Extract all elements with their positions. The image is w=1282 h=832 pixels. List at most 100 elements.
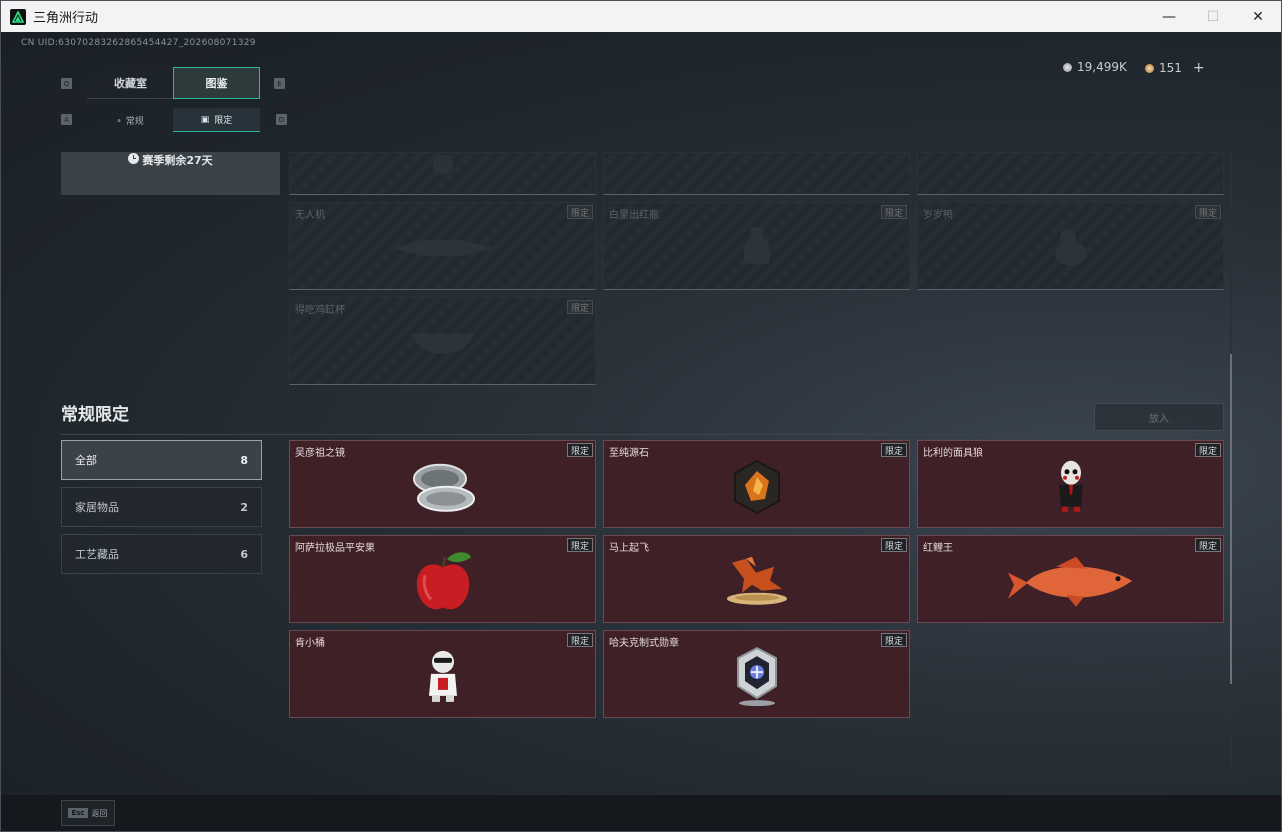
e-key-hint: E: [274, 78, 285, 89]
locked-item-card[interactable]: 无人机 限定: [289, 202, 596, 290]
locked-item-card[interactable]: [603, 152, 910, 195]
filter-count: 6: [240, 547, 248, 561]
limited-badge: 限定: [880, 205, 907, 219]
item-name: 吴彦祖之镜: [295, 448, 345, 459]
maximize-icon: ☐: [1206, 8, 1220, 25]
title-bar: 三角洲行动 — ☐ ✕: [1, 1, 1281, 32]
billy-puppet-icon: [1058, 460, 1083, 512]
add-currency-button[interactable]: +: [1192, 60, 1205, 76]
filter-label: 家居物品: [75, 501, 119, 514]
limited-badge: 限定: [566, 205, 593, 219]
cup-silhouette-icon: [411, 333, 474, 354]
item-name: 马上起飞: [609, 543, 649, 554]
close-icon: ✕: [1252, 8, 1264, 25]
locked-item-card[interactable]: [289, 152, 596, 195]
limited-badge: 限定: [880, 633, 907, 647]
uid-label: CN UID:630702832628654544​27_20260807132…: [21, 38, 256, 48]
filter-count: 8: [240, 453, 248, 467]
item-card[interactable]: 阿萨拉极品平安果 限定: [289, 535, 596, 623]
item-card[interactable]: 比利的面具狼 限定: [917, 440, 1224, 528]
colonel-figure-icon: [428, 650, 457, 702]
coin-value: 19,499K: [1077, 60, 1127, 74]
filter-home-items[interactable]: 家居物品 2: [61, 487, 262, 527]
item-card[interactable]: 马上起飞 限定: [603, 535, 910, 623]
q-key-hint: Q: [61, 78, 72, 89]
ticket-icon: [1145, 63, 1154, 73]
item-card[interactable]: 红鲤王 限定: [917, 535, 1224, 623]
season-timer: 赛季剩余27天: [61, 152, 280, 195]
item-name: 阿萨拉极品平安果: [295, 543, 375, 554]
item-card[interactable]: 吴彦祖之镜 限定: [289, 440, 596, 528]
game-area: CN UID:630702832628654544​27_20260807132…: [1, 32, 1281, 831]
limited-badge: 限定: [880, 538, 907, 552]
item-name: 白里出红瓶: [609, 210, 659, 221]
d-key-hint: D: [276, 114, 287, 125]
filter-crafts[interactable]: 工艺藏品 6: [61, 534, 262, 574]
drone-silhouette-icon: [392, 240, 493, 256]
tab-collection-room[interactable]: 收藏室: [87, 67, 174, 99]
back-button[interactable]: Esc 返回: [61, 800, 115, 826]
source-stone-icon: [733, 459, 780, 515]
esc-key-hint: Esc: [68, 808, 88, 818]
limited-badge: 限定: [566, 633, 593, 647]
compact-mirror-icon: [412, 463, 475, 512]
filter-label: 工艺藏品: [75, 548, 119, 561]
locked-item-card[interactable]: 岁岁鸭 限定: [917, 202, 1224, 290]
vase-silhouette-icon: [743, 227, 770, 264]
limited-badge: 限定: [1194, 538, 1221, 552]
filter-label: 全部: [75, 454, 97, 467]
window-title: 三角洲行动: [33, 11, 99, 26]
limited-badge: 限定: [566, 538, 593, 552]
coin-icon: [1063, 62, 1072, 72]
back-label: 返回: [91, 808, 108, 818]
bottom-bar: Esc 返回: [1, 795, 1281, 831]
item-name: 红鲤王: [923, 543, 953, 554]
scrollbar-thumb[interactable]: [1230, 354, 1232, 684]
locked-item-card[interactable]: 得吃鸡缸杯 限定: [289, 297, 596, 385]
limited-badge: 限定: [1194, 205, 1221, 219]
flying-horse-icon: [726, 556, 787, 605]
close-button[interactable]: ✕: [1235, 1, 1281, 32]
filter-count: 2: [240, 500, 248, 514]
duck-silhouette-icon: [1054, 229, 1087, 266]
ticket-value: 151: [1159, 61, 1182, 75]
section-divider: [61, 434, 1223, 435]
item-name: 比利的面具狼: [923, 448, 983, 459]
ticket-balance: 151 +: [1145, 60, 1205, 76]
section-title: 常规限定: [61, 405, 129, 425]
clock-icon: [128, 153, 140, 164]
tab-regular-label: 常规: [125, 116, 144, 127]
regular-icon: ₐ: [117, 115, 121, 125]
app-logo-icon: [10, 8, 26, 25]
limited-badge: 限定: [1194, 443, 1221, 457]
tab-catalog[interactable]: 图鉴: [173, 67, 260, 99]
maximize-button[interactable]: ☐: [1190, 1, 1236, 32]
locked-item-card[interactable]: [917, 152, 1224, 195]
limited-badge: 限定: [880, 443, 907, 457]
red-carp-icon: [1007, 556, 1132, 607]
item-name: 至纯源石: [609, 448, 649, 459]
a-key-hint: A: [61, 114, 72, 125]
item-card[interactable]: 肯小桶 限定: [289, 630, 596, 718]
locked-item-card[interactable]: 白里出红瓶 限定: [603, 202, 910, 290]
minimize-button[interactable]: —: [1146, 1, 1192, 32]
limited-icon: ▣: [200, 114, 210, 125]
item-card[interactable]: 至纯源石 限定: [603, 440, 910, 528]
item-name: 哈夫克制式勋章: [609, 638, 679, 649]
locked-silhouette-icon: [432, 154, 453, 175]
item-name: 岁岁鸭: [923, 210, 953, 221]
limited-badge: 限定: [566, 443, 593, 457]
apple-icon: [416, 552, 471, 610]
minimize-icon: —: [1162, 8, 1176, 25]
tab-limited-label: 限定: [214, 116, 233, 126]
season-label: 赛季剩余27天: [142, 154, 213, 167]
tab-regular[interactable]: ₐ 常规: [87, 108, 174, 132]
filter-all[interactable]: 全部 8: [61, 440, 262, 480]
tab-limited[interactable]: ▣ 限定: [173, 108, 260, 132]
item-name: 肯小桶: [295, 638, 325, 649]
item-name: 得吃鸡缸杯: [295, 305, 345, 316]
put-in-button[interactable]: 放入: [1094, 403, 1224, 431]
medal-icon: [736, 646, 777, 707]
item-card[interactable]: 哈夫克制式勋章 限定: [603, 630, 910, 718]
